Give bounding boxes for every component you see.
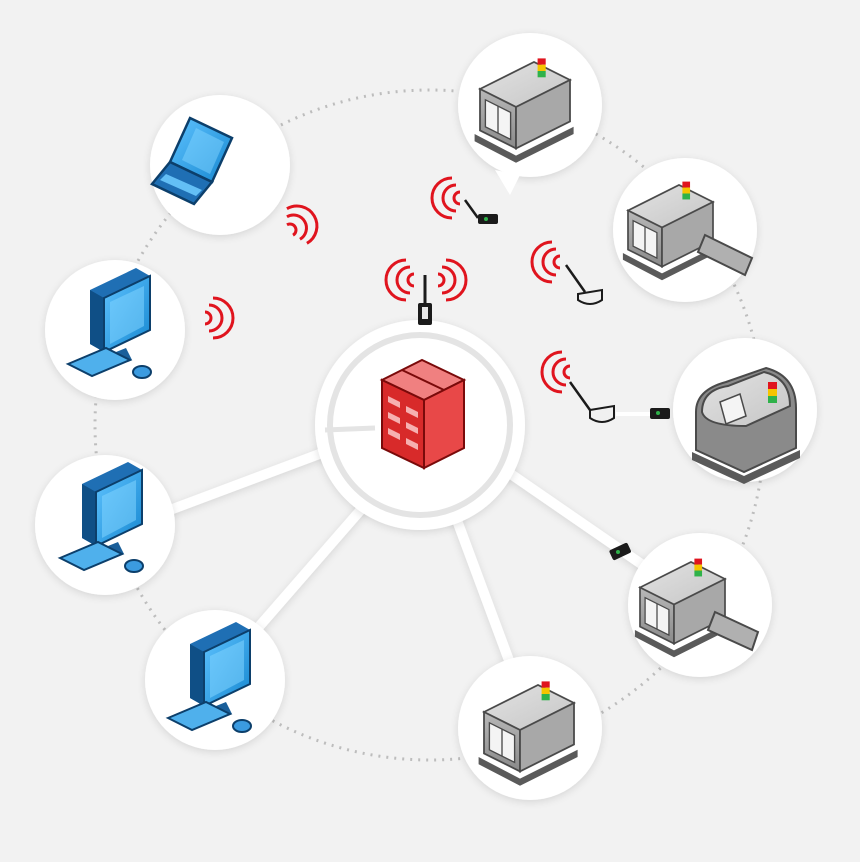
pc-node-3[interactable] (145, 610, 285, 750)
pc-1-signal-icon (203, 296, 235, 340)
industrial-machine-icon (692, 366, 800, 484)
pc-node-2[interactable] (35, 455, 175, 595)
machine-node-4[interactable] (628, 533, 772, 677)
machine-2-signal-icon (530, 240, 562, 284)
machine-node-3[interactable] (673, 338, 817, 484)
machine-node-1[interactable] (458, 33, 602, 195)
laptop-signal-icon (278, 197, 326, 249)
machine-node-2[interactable] (613, 158, 757, 302)
hub-signal-right-icon (436, 258, 468, 302)
laptop-node[interactable] (150, 95, 290, 235)
server-rack-icon (379, 358, 467, 470)
machine-3-transmitter-icon (568, 381, 670, 423)
laptop-icon (150, 116, 234, 206)
pc-node-1[interactable] (45, 260, 185, 400)
machine-4-connector-icon (609, 542, 631, 561)
machine-1-signal-icon (430, 176, 462, 220)
machine-node-5[interactable] (458, 656, 602, 800)
hub-signal-left-icon (384, 258, 416, 302)
machine-3-signal-icon (540, 350, 572, 394)
machine-1-transmitter-icon (463, 199, 498, 224)
machine-2-transmitter-icon (564, 264, 603, 305)
hub-antenna-icon (418, 275, 432, 325)
